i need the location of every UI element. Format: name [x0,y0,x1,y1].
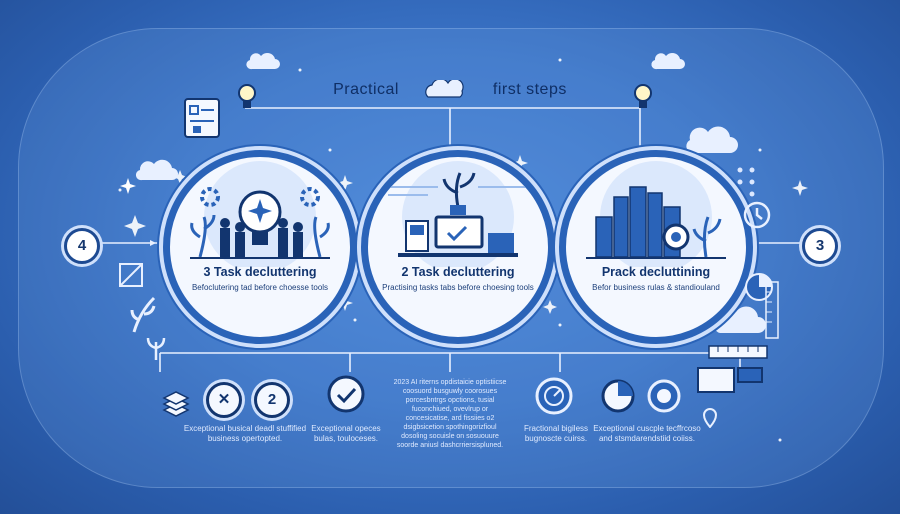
desk-computer-illustration [388,161,528,267]
step-badge-right: 3 [802,228,838,264]
sparkle-icon [120,178,136,194]
step-heading: Prack decluttining [566,265,746,279]
close-circle-icon: ✕ [206,382,242,418]
step-description: Befor business rulas & standiouland [592,283,720,292]
step-number: 2 [401,265,409,279]
caption-5: Exceptional cuscple tecffrcoso and stsmd… [593,424,701,443]
step-card-1: 3 Task decluttering Befoclutering tad be… [163,150,357,344]
lightbulb-icon [238,84,256,108]
step-badge-left: 4 [64,228,100,264]
target-icon [647,379,681,413]
leaf-icon [130,296,156,333]
title-right: first steps [492,81,567,99]
step-heading: 2 Task decluttering [368,265,548,279]
cloud-icon [425,80,464,98]
step-title: Task decluttering [213,265,317,279]
step-number: 3 [203,265,211,279]
buildings-illustration [586,161,726,267]
caption-2: Exceptional opeces bulas, touloceses. [311,424,381,443]
step-description: Practising tasks tabs before choesing to… [382,283,534,292]
step-heading: 3 Task decluttering [170,265,350,279]
caption-1: Exceptional busical deadl stuffified bus… [183,424,307,443]
step-card-3: Prack decluttining Befor business rulas … [559,150,753,344]
progress-ring-icon [601,379,635,413]
clock-icon [743,201,771,229]
step-description: Befoclutering tad before choesse tools [191,283,329,292]
lightbulb-icon-right [634,84,652,108]
grid-square-icon [119,263,143,287]
ruler-icon [708,345,768,359]
ruler-vertical-icon [765,281,779,339]
page-title: Practical first steps [0,80,900,100]
team-lightbulb-illustration [190,161,330,267]
step-card-2: 2 Task decluttering Practising tasks tab… [361,150,555,344]
clipboard-icon [184,98,220,138]
check-circle-icon [327,375,365,413]
gauge-icon [535,377,573,415]
step-title: Prack decluttining [601,265,711,279]
number-badge-icon: 2 [254,382,290,418]
caption-3: 2023 AI riterns opdistaicie optistiicse … [393,379,507,449]
boxes-icon [697,367,763,393]
step-title: Task decluttering [411,265,515,279]
title-left: Practical [333,81,399,99]
location-pin-icon [702,408,718,428]
stack-layers-icon [162,391,190,417]
plant-icon [146,337,166,360]
caption-4: Fractional bigiless bugnoscte cuirss. [523,424,589,443]
